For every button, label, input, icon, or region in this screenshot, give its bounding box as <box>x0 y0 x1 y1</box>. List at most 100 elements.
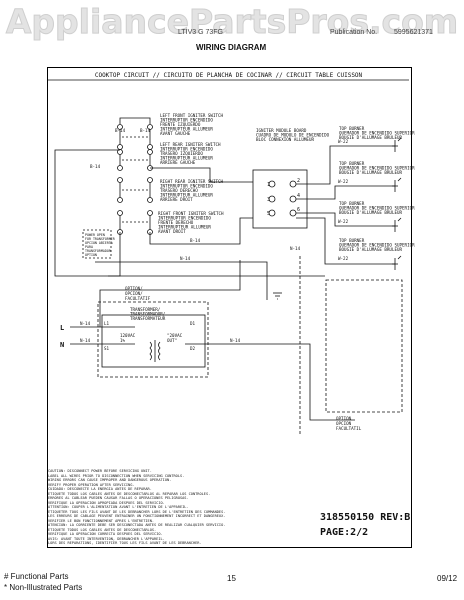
caution-line: VERIFIER LE BON FONCTIONNEMENT APRES REP… <box>48 546 318 547</box>
caution-line: ETIQUETER TOUS LES FILS AVANT DE LES DEB… <box>48 509 226 514</box>
power-box-label-5: TRANSFORMADOR <box>85 249 111 253</box>
power-box-label-2: FOR TRANSFORMER <box>85 237 115 241</box>
burner-3-label-3: BOUGIE D'ALLUMAGE BRULEUR <box>339 210 403 215</box>
diagram-title: WIRING DIAGRAM <box>196 43 267 52</box>
diagram-frame <box>47 67 412 548</box>
caution-line: VERIFIQUE LA OPERACION APROPIADA DESPUES… <box>48 500 165 505</box>
switch-lf-label-2: INTERRUPTOR ENCENDIDO <box>160 118 213 123</box>
wire-burner-4 <box>296 217 395 265</box>
burner-electrode-1 <box>392 137 402 152</box>
switch-rr-label-1: RIGHT REAR IGNITER SWITCH <box>160 179 224 184</box>
burner-1-label-2: QUEMADOR DE ENCENDIDO SUPERIOR <box>339 131 415 136</box>
switch-left-front <box>117 124 153 150</box>
power-box-label-6: OPTION <box>85 253 97 257</box>
power-box-label-1: POWER OPEN <box>85 233 105 237</box>
burner-3-label-2: QUEMADOR DE ENCENDIDO SUPERIOR <box>339 206 415 211</box>
wire-label-w22-3: W-22 <box>338 219 349 224</box>
caution-notes: CAUTION: DISCONNECT POWER BEFORE SERVICI… <box>48 469 318 546</box>
option-right-label-3: FACULTATIL <box>336 426 362 431</box>
caution-line: LABEL ALL WIRES PRIOR TO DISCONNECTION W… <box>48 473 185 478</box>
wire-label-b14-4: B-14 <box>190 238 201 243</box>
caution-line: WIRING ERRORS CAN CAUSE IMPROPER AND DAN… <box>48 478 172 482</box>
module-term-1: 1 <box>267 182 270 188</box>
wire-burner-3 <box>296 212 395 227</box>
burner-electrode-3 <box>392 217 402 232</box>
volts-left-1: 120VAC <box>120 333 136 338</box>
caution-line: CUIDADO: DESCONECTE LA ENERGIA ANTES DE … <box>48 487 152 491</box>
caution-line: VERIFIER LE BON FONCTIONNEMENT APRES L'E… <box>48 518 155 523</box>
module-label-2: CUADRO DE MODULO DE ENCENDIDO <box>256 133 330 138</box>
burner-4-label-1: TOP BURNER <box>339 238 365 243</box>
switch-lf-label-1: LEFT FRONT IGNITER SWITCH <box>160 113 224 118</box>
burner-4-label-3: BOUGIE D'ALLUMAGE BRULEUR <box>339 247 403 252</box>
switch-lf-label-4: INTERRUPTEUR ALLUMEUR <box>160 127 213 132</box>
switch-lr-label-4: INTERRUPTEUR ALLUMEUR <box>160 156 213 161</box>
caution-line: ETIQUETE TODOS LOS CABLES ANTES DE DESCO… <box>48 491 211 496</box>
transformer-option-box <box>97 301 209 378</box>
switch-lr-label-1: LEFT REAR IGNITER SWITCH <box>160 142 221 147</box>
module-term-5: 5 <box>267 211 270 217</box>
switch-rf-label-4: INTERRUPTEUR ALLUMEUR <box>158 225 211 230</box>
switch-rf-label-5: AVANT DROIT <box>158 229 186 234</box>
wire-to-module-upper <box>150 167 253 183</box>
switch-right-front <box>117 210 153 235</box>
power-option-box <box>82 229 112 259</box>
wire-left-loop <box>54 149 121 277</box>
switch-lr-label-3: TRASERO IZQUIERDO <box>160 151 203 156</box>
module-label-1: IGNITER MODULE BOARD <box>256 128 307 133</box>
watermark: AppliancePartsPros.com <box>5 2 459 42</box>
module-term-3: 3 <box>267 197 270 203</box>
power-box-label-3: OPCION ABIERTA <box>85 241 113 245</box>
switch-rf-label-2: INTERRUPTOR ENCENDIDO <box>158 216 211 221</box>
caution-line: VERIFY PROPER OPERATION AFTER SERVICING. <box>48 482 135 487</box>
ground-symbol <box>273 292 282 300</box>
option-top-label-1: OPTION/ <box>125 286 143 291</box>
power-box-label-4: PARA <box>85 245 93 249</box>
switch-rr-label-3: TRASERO DERECHO <box>160 188 198 193</box>
burner-electrode-4 <box>392 255 402 270</box>
option-box-right <box>325 279 403 413</box>
switch-rf-label-1: RIGHT FRONT IGNITER SWITCH <box>158 211 224 216</box>
volts-left-2: 1% <box>120 338 126 343</box>
transformer-label-3: TRANSFORMATEUR <box>130 316 166 321</box>
model-header: LTIV3 G 73FG <box>178 29 223 36</box>
wire-label-n14-3: N-14 <box>80 321 91 326</box>
switch-lf-label-3: FRENTE IZQUIERDO <box>160 122 201 127</box>
caution-line: LES ERREURS DE CABLAGE PEUVENT ENTRAINER… <box>48 514 226 518</box>
module-term-4: 4 <box>297 193 300 199</box>
wire-label-w22-4: W-22 <box>338 256 349 261</box>
footer-legend-nonillustrated: * Non-Illustrated Parts <box>4 583 83 592</box>
burner-1-label-3: BOUGIE D'ALLUMAGE BRULEUR <box>339 135 403 140</box>
terminal-d1: D1 <box>190 321 196 326</box>
circuit-title: COOKTOP CIRCUIT // CIRCUITO DE PLANCHA D… <box>94 72 363 79</box>
footer-date: 09/12 <box>437 574 458 583</box>
caution-line: ETIQUETE TODOS LOS CABLES ANTES DE DESCO… <box>48 527 157 532</box>
terminal-l1: L1 <box>104 321 110 326</box>
terminal-d2: D2 <box>190 346 196 351</box>
footer-legend-functional: # Functional Parts <box>4 572 69 581</box>
caution-line: ATTENTION: COUPER L'ALIMENTATION AVANT L… <box>48 505 189 509</box>
wire-label-w22-2: W-22 <box>338 179 349 184</box>
burner-2-label-3: BOUGIE D'ALLUMAGE BRULEUR <box>339 170 403 175</box>
module-term-2: 2 <box>297 178 300 184</box>
wire-burner-1 <box>296 145 395 185</box>
line-l-label: L <box>60 324 64 332</box>
volts-right-2: OUT" <box>167 338 177 343</box>
line-n-label: N <box>60 341 64 349</box>
wire-burner-2 <box>296 185 395 200</box>
switch-right-rear <box>117 177 153 203</box>
caution-line: CAUTION: DISCONNECT POWER BEFORE SERVICI… <box>48 469 152 473</box>
module-term-6: 6 <box>297 207 300 213</box>
caution-line: LORS DES REPARATIONS, IDENTIFIER TOUS LE… <box>48 541 202 545</box>
wire-label-n14-4: N-14 <box>80 338 91 343</box>
wire-label-n14-2: N-14 <box>230 338 241 343</box>
wire-to-module-lower <box>149 217 253 245</box>
wire-label-w22-1: W-22 <box>338 139 349 144</box>
switch-rr-label-2: INTERRUPTOR ENCENDIDO <box>160 184 213 189</box>
switch-bus-top <box>119 117 151 124</box>
volts-right-1: "20VAC <box>167 333 183 338</box>
switch-lr-label-2: INTERRUPTOR ENCENDIDO <box>160 147 213 152</box>
wire-l14-up <box>99 260 241 327</box>
publication-number: 5995621371 <box>394 29 433 36</box>
